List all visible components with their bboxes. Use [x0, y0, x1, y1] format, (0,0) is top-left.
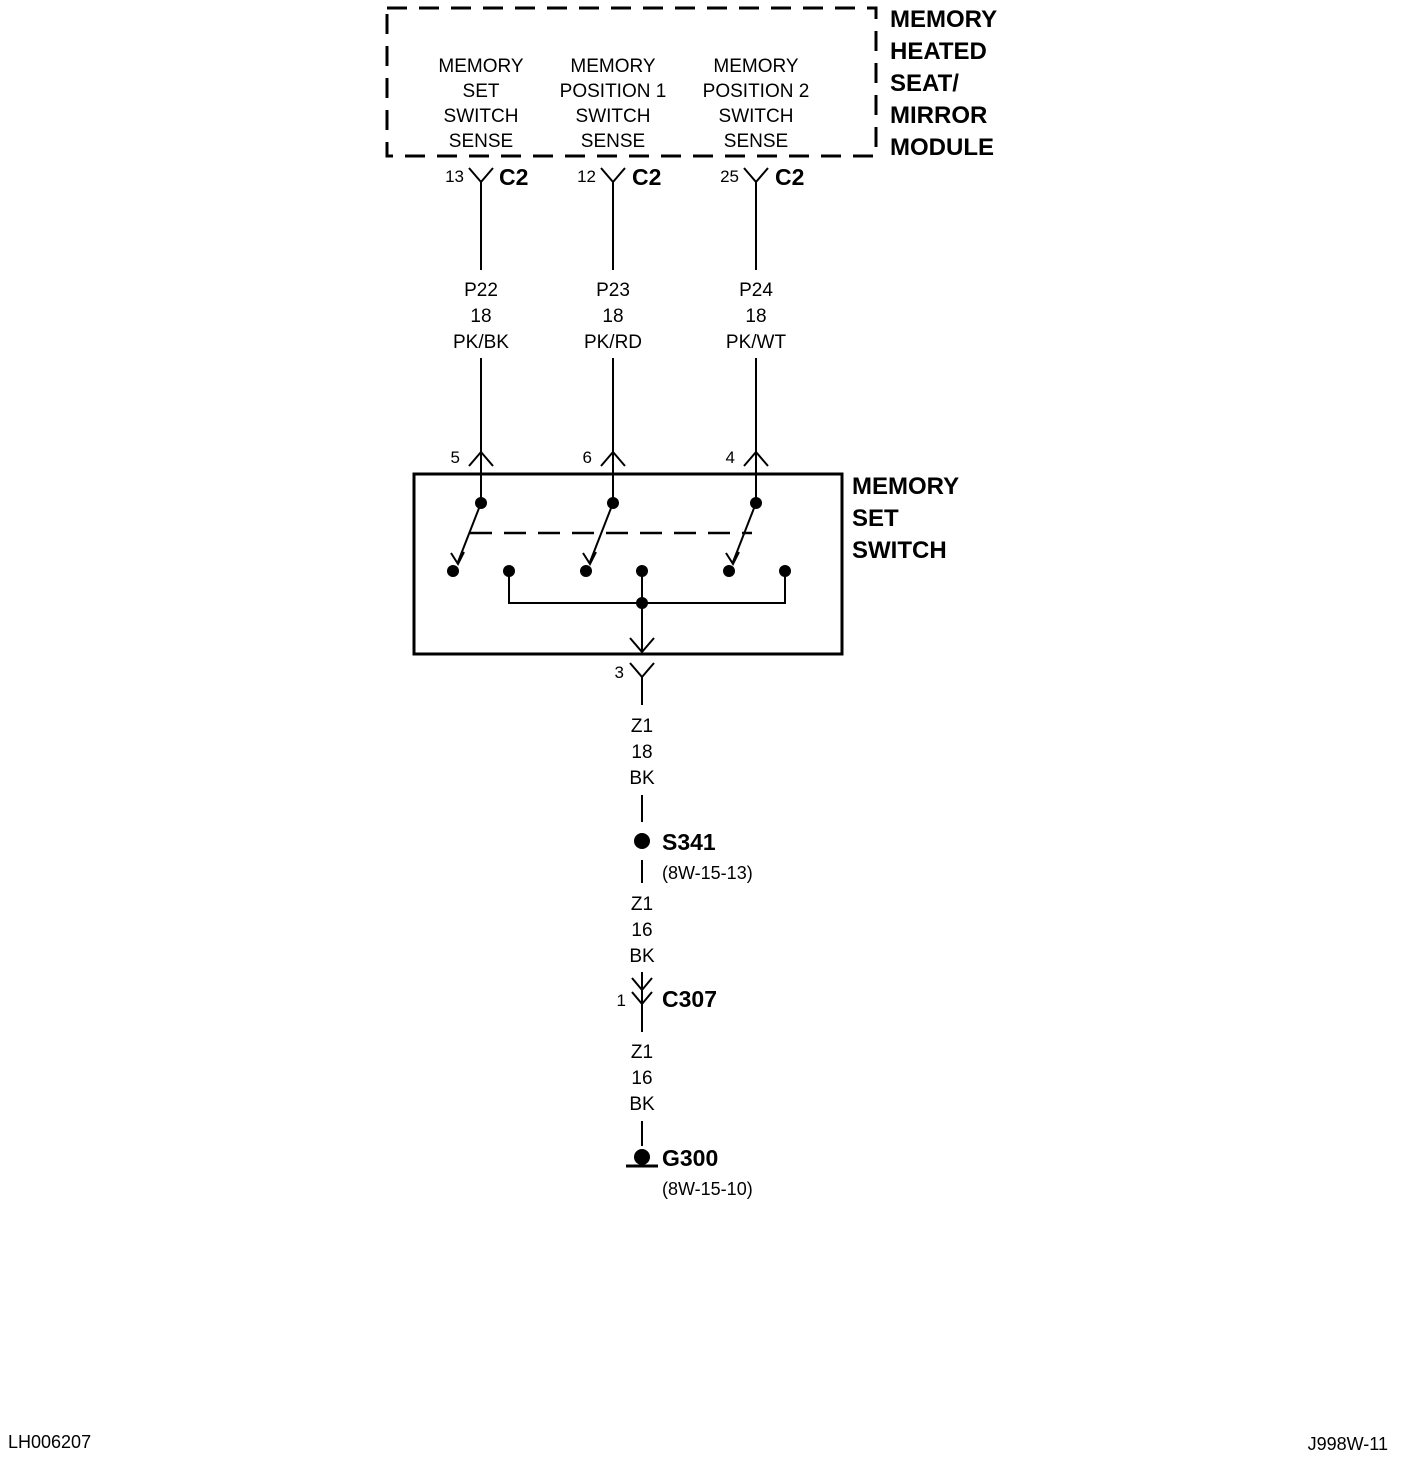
wire-circuit: Z1	[631, 716, 653, 737]
wire-circuit: P22	[464, 280, 498, 301]
page-reference: (8W-15-13)	[662, 863, 753, 883]
splice-dot-icon	[636, 597, 648, 609]
female-terminal-icon	[600, 167, 626, 184]
wire-gauge: 16	[631, 1068, 652, 1089]
wire-circuit: P23	[596, 280, 630, 301]
sense-label-line: MEMORY	[713, 56, 798, 77]
pin-number: 3	[615, 663, 624, 682]
wire-gauge: 16	[631, 920, 652, 941]
wire-gauge: 18	[470, 306, 491, 327]
switch-name-line: SWITCH	[852, 537, 947, 564]
sense-label-line: SENSE	[581, 131, 645, 152]
switch-blade-icon	[582, 502, 614, 567]
wire-color: BK	[629, 946, 655, 967]
ground-icon	[626, 1149, 658, 1168]
switch-blade-icon	[450, 502, 482, 567]
module-connector-pins: 13 C2 12 C2 25 C2	[445, 164, 804, 190]
module-name-line: MIRROR	[890, 102, 987, 129]
wire-circuit: Z1	[631, 894, 653, 915]
module-name-line: HEATED	[890, 38, 987, 65]
page-reference: (8W-15-10)	[662, 1179, 753, 1199]
connector-id: C307	[662, 986, 717, 1012]
pin-number: 5	[451, 448, 460, 467]
pin-number: 12	[577, 167, 596, 186]
sense-label-line: POSITION 1	[560, 81, 667, 102]
pin-number: 13	[445, 167, 464, 186]
female-terminal-icon	[743, 167, 769, 184]
figure-code-right: J998W-11	[1308, 1434, 1388, 1454]
sense-label-line: MEMORY	[438, 56, 523, 77]
arrow-down-icon	[629, 637, 655, 654]
sense-label-set: MEMORY SET SWITCH SENSE	[438, 56, 523, 152]
splice-id: S341	[662, 829, 716, 855]
wire-color: PK/RD	[584, 332, 642, 353]
connector-id: C2	[775, 164, 804, 190]
sense-label-line: POSITION 2	[703, 81, 810, 102]
module-name: MEMORY HEATED SEAT/ MIRROR MODULE	[890, 6, 997, 161]
female-terminal-icon	[631, 991, 653, 1006]
sense-label-line: SENSE	[724, 131, 788, 152]
pin-number: 4	[726, 448, 735, 467]
module-name-line: SEAT/	[890, 70, 959, 97]
pin-number: 25	[720, 167, 739, 186]
wire-circuit: Z1	[631, 1042, 653, 1063]
switch-name-line: MEMORY	[852, 473, 959, 500]
wire-label-z1-16-a: Z1 16 BK	[629, 894, 655, 967]
module-name-line: MODULE	[890, 134, 994, 161]
connector-id: C2	[499, 164, 528, 190]
ground-id: G300	[662, 1145, 718, 1171]
wire-label-p24: P24 18 PK/WT	[726, 280, 787, 353]
sense-label-line: MEMORY	[570, 56, 655, 77]
sense-label-line: SWITCH	[576, 106, 651, 127]
female-terminal-icon	[468, 167, 494, 184]
sense-label-line: SWITCH	[444, 106, 519, 127]
switch-common-bus	[508, 571, 786, 604]
splice-dot-icon	[634, 833, 650, 849]
sense-label-line: SET	[463, 81, 500, 102]
male-terminal-icon	[631, 977, 653, 992]
wire-label-p23: P23 18 PK/RD	[584, 280, 642, 353]
wire-gauge: 18	[745, 306, 766, 327]
figure-code-left: LH006207	[8, 1432, 91, 1452]
female-terminal-icon	[629, 662, 655, 679]
wire-color: PK/WT	[726, 332, 787, 353]
module-outline	[385, 6, 878, 158]
switch-outline	[412, 472, 844, 656]
sense-label-line: SWITCH	[719, 106, 794, 127]
wire-label-z1-16-b: Z1 16 BK	[629, 1042, 655, 1115]
sense-label-line: SENSE	[449, 131, 513, 152]
wire-circuit: P24	[739, 280, 773, 301]
switch-contact-icon	[447, 565, 459, 577]
module-name-line: MEMORY	[890, 6, 997, 33]
wire-label-p22: P22 18 PK/BK	[453, 280, 509, 353]
sense-label-position-1: MEMORY POSITION 1 SWITCH SENSE	[560, 56, 667, 152]
switch-contact-icon	[580, 565, 592, 577]
pin-number: 6	[583, 448, 592, 467]
switch-name-line: SET	[852, 505, 899, 532]
wire-color: BK	[629, 1094, 655, 1115]
connector-id: C2	[632, 164, 661, 190]
wire-label-z1-18: Z1 18 BK	[629, 716, 655, 789]
sense-label-position-2: MEMORY POSITION 2 SWITCH SENSE	[703, 56, 810, 152]
wire-color: BK	[629, 768, 655, 789]
pin-number: 1	[617, 991, 626, 1010]
switch-name: MEMORY SET SWITCH	[852, 473, 959, 564]
wire-gauge: 18	[602, 306, 623, 327]
switch-contact-icon	[723, 565, 735, 577]
wire-gauge: 18	[631, 742, 652, 763]
wire-color: PK/BK	[453, 332, 509, 353]
